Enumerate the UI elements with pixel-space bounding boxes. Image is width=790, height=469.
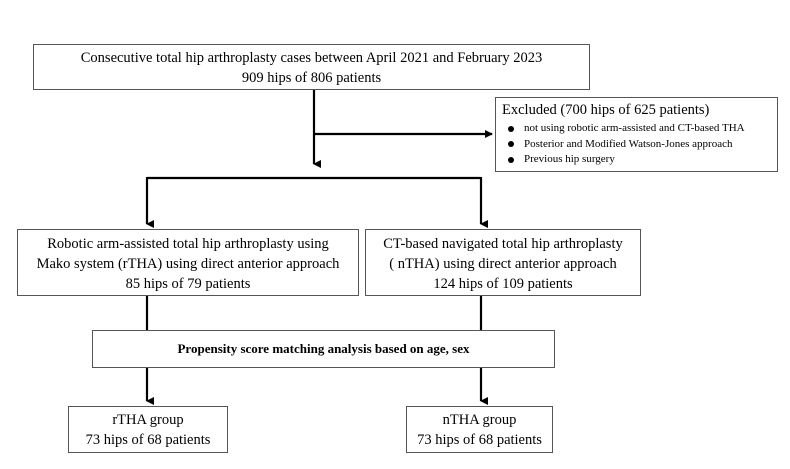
bullet-icon	[508, 141, 514, 147]
exclusion-item: not using robotic arm-assisted and CT-ba…	[502, 121, 777, 137]
rtha-count: 85 hips of 79 patients	[125, 276, 251, 292]
ntha-description-line1: CT-based navigated total hip arthroplast…	[383, 236, 623, 252]
exclusion-item: Posterior and Modified Watson-Jones appr…	[502, 137, 777, 153]
bullet-icon	[508, 125, 514, 132]
ntha-group-count: 73 hips of 68 patients	[417, 432, 542, 448]
rtha-description-line1: Robotic arm-assisted total hip arthropla…	[47, 236, 329, 252]
propensity-matching-label: Propensity score matching analysis based…	[177, 341, 470, 356]
exclusion-item-text: not using robotic arm-assisted and CT-ba…	[524, 122, 745, 134]
rtha-group-box: rTHA group 73 hips of 68 patients	[68, 406, 228, 453]
rtha-group-count: 73 hips of 68 patients	[85, 432, 211, 448]
cohort-box: Consecutive total hip arthroplasty cases…	[33, 44, 590, 90]
ntha-count: 124 hips of 109 patients	[433, 276, 573, 292]
cohort-count: 909 hips of 806 patients	[241, 70, 382, 86]
ntha-group-title: nTHA group	[442, 412, 517, 428]
exclusion-criteria-list: not using robotic arm-assisted and CT-ba…	[502, 121, 777, 168]
ntha-group-box: nTHA group 73 hips of 68 patients	[406, 406, 553, 453]
exclusion-item: Previous hip surgery	[502, 152, 777, 168]
exclusion-item-text: Posterior and Modified Watson-Jones appr…	[524, 137, 733, 150]
excluded-title: Excluded (700 hips of 625 patients)	[502, 102, 710, 118]
rtha-cohort-box: Robotic arm-assisted total hip arthropla…	[17, 229, 359, 296]
exclusion-item-text: Previous hip surgery	[524, 153, 615, 165]
propensity-matching-box: Propensity score matching analysis based…	[92, 330, 555, 368]
cohort-description: Consecutive total hip arthroplasty cases…	[80, 50, 543, 66]
bullet-icon	[508, 156, 514, 163]
ntha-description-line2: ( nTHA) using direct anterior approach	[389, 256, 617, 272]
excluded-box: Excluded (700 hips of 625 patients) not …	[495, 97, 778, 172]
rtha-group-title: rTHA group	[112, 412, 184, 428]
ntha-cohort-box: CT-based navigated total hip arthroplast…	[365, 229, 641, 296]
rtha-description-line2: Mako system (rTHA) using direct anterior…	[36, 256, 340, 272]
